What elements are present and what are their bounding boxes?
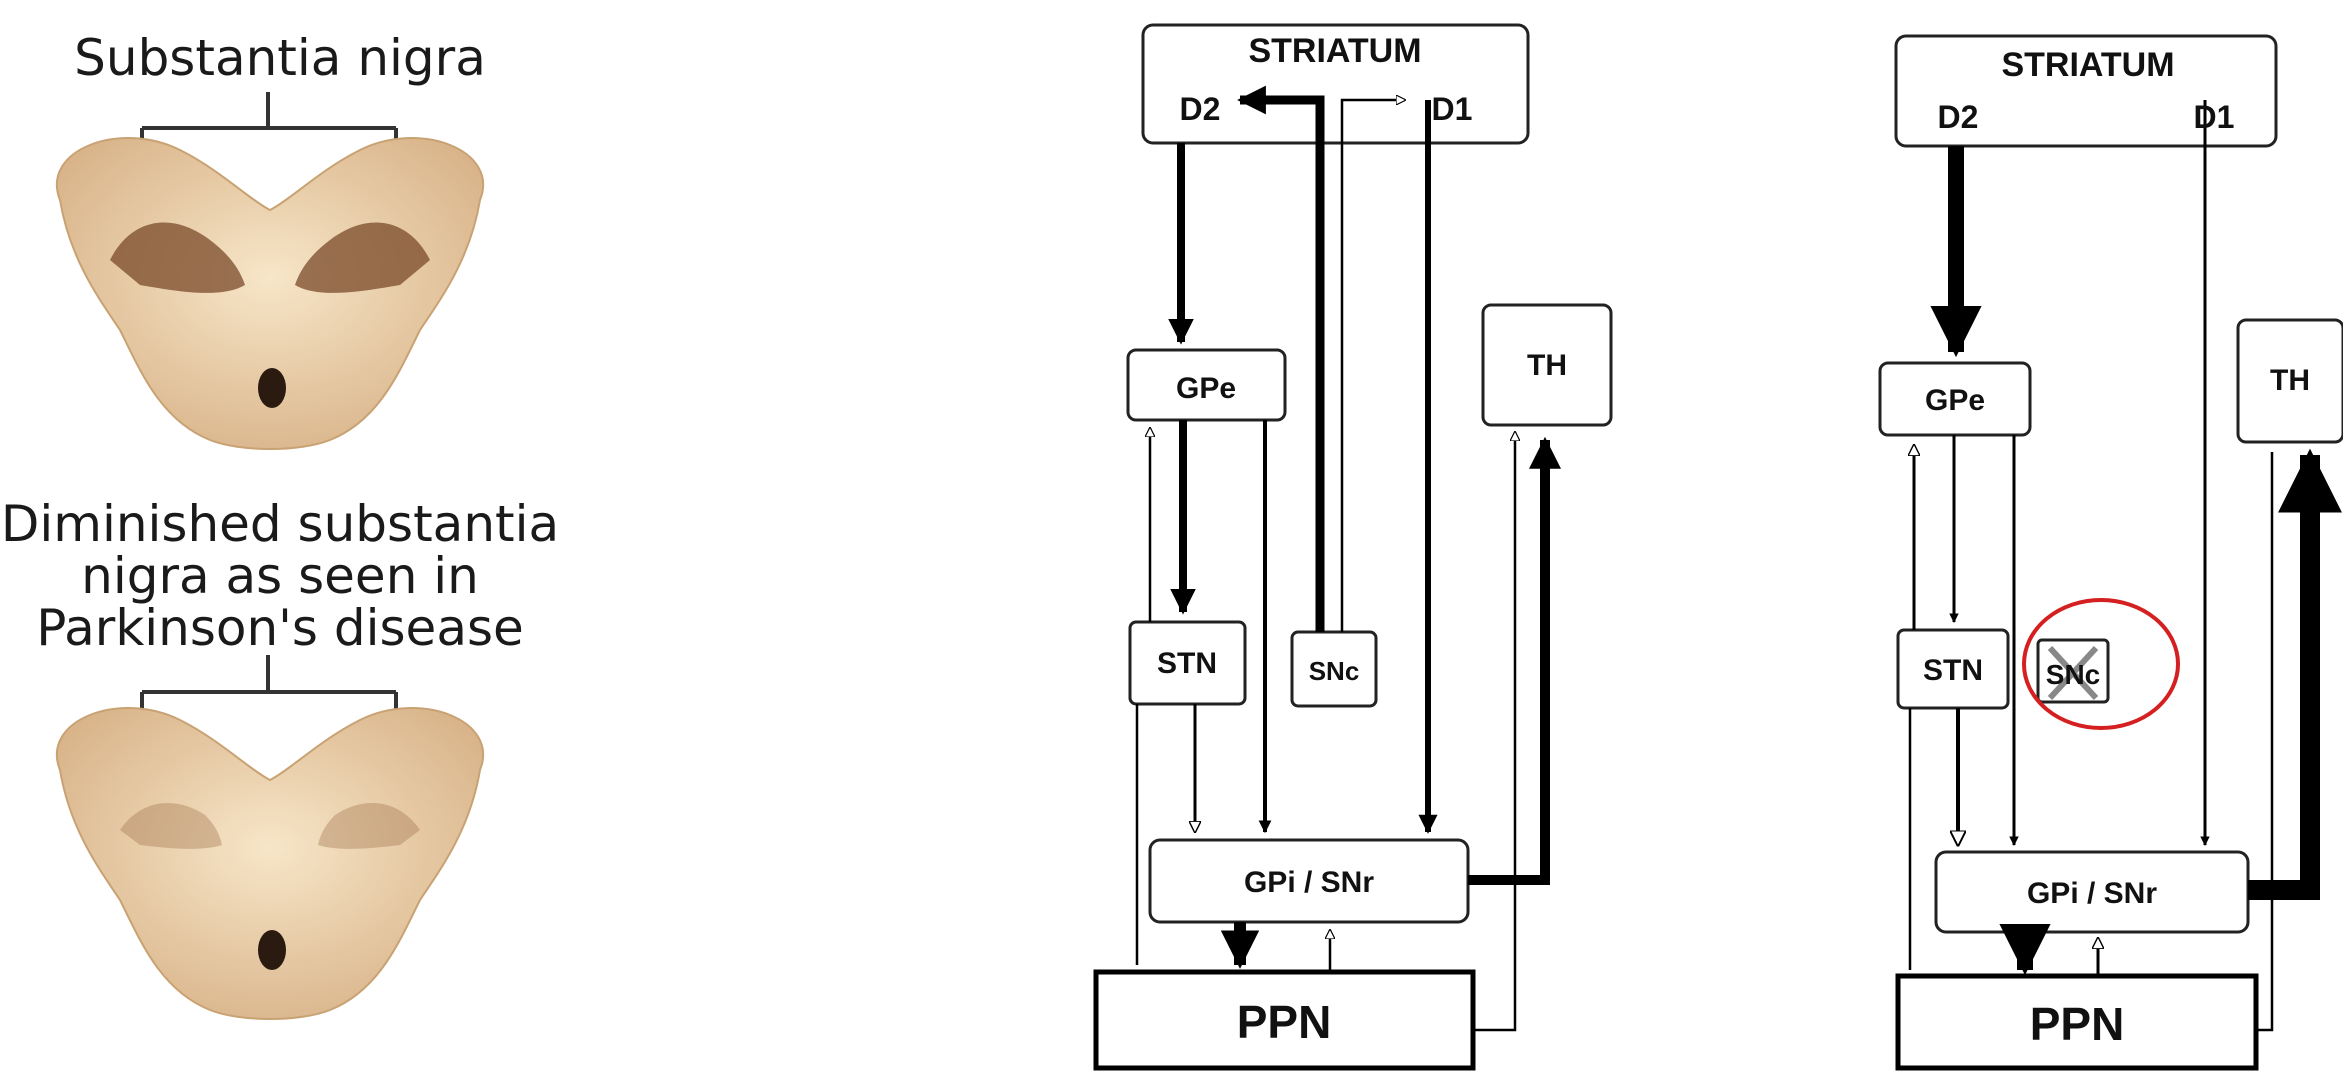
d1-label-pd: D1 — [2194, 99, 2235, 135]
striatum-label-pd: STRIATUM — [2001, 46, 2174, 84]
d1-label: D1 — [1432, 91, 1473, 127]
d2-label: D2 — [1180, 91, 1221, 127]
snc-label: SNc — [1309, 656, 1360, 686]
d2-label-pd: D2 — [1938, 99, 1979, 135]
arrow-gpi-th — [1468, 440, 1545, 880]
ppn-label: PPN — [1237, 996, 1332, 1048]
stn-label: STN — [1157, 647, 1217, 680]
gpi-label: GPi / SNr — [1244, 866, 1374, 899]
diagram-normal: STRIATUM D2 D1 GPe TH STN SNc GPi / SNr … — [1096, 25, 1611, 1068]
stn-label-pd: STN — [1923, 654, 1983, 687]
brainstem-normal — [57, 138, 483, 449]
ppn-label-pd: PPN — [2030, 998, 2125, 1050]
striatum-label: STRIATUM — [1248, 32, 1421, 70]
arrow-ppn-th — [1473, 432, 1515, 1030]
arrow-snc-d1 — [1342, 100, 1405, 632]
gpe-label-pd: GPe — [1925, 384, 1985, 417]
th-label-pd: TH — [2270, 364, 2310, 397]
snc-label-pd: SNc — [2046, 659, 2100, 690]
brainstem-parkinson — [57, 708, 483, 1019]
gpe-label: GPe — [1176, 372, 1236, 405]
gpi-label-pd: GPi / SNr — [2027, 877, 2157, 910]
diagram-parkinson: STRIATUM D2 D1 GPe TH STN SNc GPi / SNr … — [1880, 36, 2343, 1068]
arrow-gpi-th-pd — [2248, 455, 2310, 890]
th-label: TH — [1527, 349, 1567, 382]
arrow-ppn-th-pd — [2256, 452, 2272, 1030]
